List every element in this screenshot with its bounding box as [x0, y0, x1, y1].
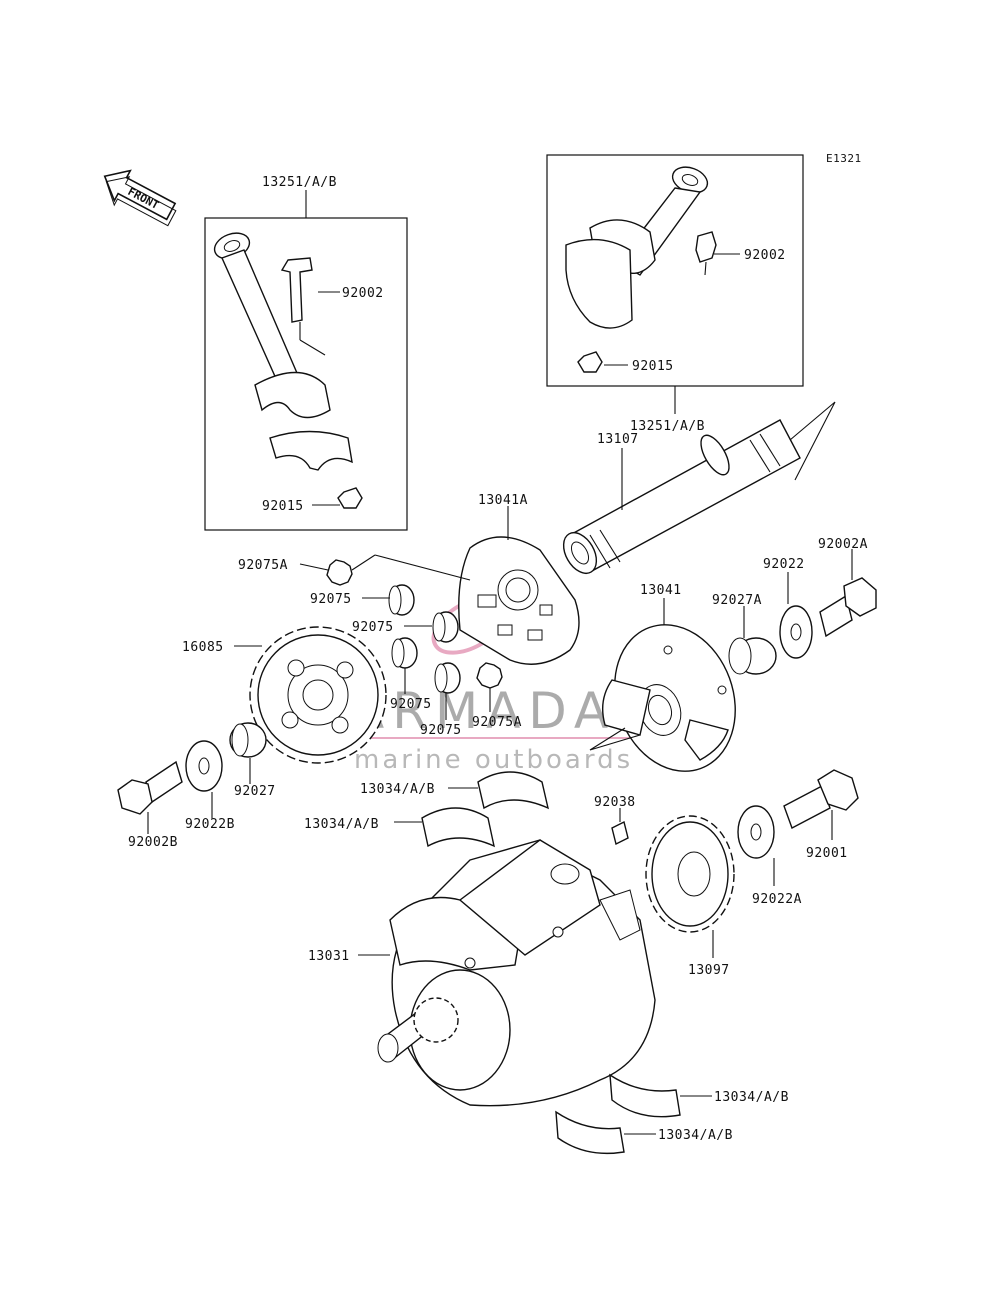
gear-large-icon [249, 626, 387, 764]
crankshaft-icon [377, 839, 656, 1107]
label-washer-22b: 92022B [185, 817, 235, 832]
coupling-icon [602, 624, 736, 772]
bearing-lower-2-icon [555, 1110, 625, 1155]
label-bearing-2: 13034/A/B [304, 817, 379, 832]
label-damper-4: 92075 [420, 723, 462, 738]
damper-4-icon [434, 662, 461, 694]
label-collar-27: 92027 [234, 784, 276, 799]
front-arrow-icon: FRONT [103, 169, 177, 227]
damper-1-icon [388, 584, 415, 616]
key-icon [611, 820, 629, 846]
conrod-left-group: 13251/A/B 92002 92015 [204, 175, 408, 531]
bolt-2a-icon [819, 577, 877, 638]
label-gear-small: 13097 [688, 963, 730, 978]
label-bearing-3: 13034/A/B [714, 1090, 789, 1105]
label-damper-a-1: 92075A [238, 558, 288, 573]
conrod-right-icon [565, 166, 717, 373]
label-shaft: 13107 [597, 432, 639, 447]
washer-22b-icon [185, 740, 223, 792]
label-coupling-a: 13041A [478, 493, 528, 508]
damper-a-bottom-icon [476, 662, 503, 689]
label-key: 92038 [594, 795, 636, 810]
gear-small-icon [645, 815, 735, 933]
label-washer-22a: 92022A [752, 892, 802, 907]
label-nut-right: 92015 [632, 359, 674, 374]
watermark-tagline: marine outboards [354, 745, 633, 775]
damper-2-icon [432, 611, 459, 643]
label-crankshaft: 13031 [308, 949, 350, 964]
label-damper-a-2: 92075A [472, 715, 522, 730]
label-damper-2: 92075 [352, 620, 394, 635]
label-collar-27a: 92027A [712, 593, 762, 608]
label-gear-large: 16085 [182, 640, 224, 655]
bolt-2b-icon [117, 760, 183, 815]
washer-22-icon [779, 605, 813, 659]
conrod-left-icon [213, 232, 363, 509]
coupling-a-icon [458, 536, 580, 665]
label-damper-1: 92075 [310, 592, 352, 607]
label-bolt-right: 92002 [744, 248, 786, 263]
label-bolt-2b: 92002B [128, 835, 178, 850]
label-damper-3: 92075 [390, 697, 432, 712]
label-bolt-left: 92002 [342, 286, 384, 301]
damper-3-icon [391, 637, 418, 669]
shaft-icon [562, 401, 836, 574]
label-bolt-2a: 92002A [818, 537, 868, 552]
bearing-upper-2-icon [421, 807, 495, 848]
bearing-upper-1-icon [477, 771, 549, 810]
label-bolt-1: 92001 [806, 846, 848, 861]
bearing-lower-1-icon [609, 1073, 681, 1118]
damper-a-top-icon [326, 559, 353, 586]
label-bearing-1: 13034/A/B [360, 782, 435, 797]
label-bearing-4: 13034/A/B [658, 1128, 733, 1143]
label-rod-left: 13251/A/B [262, 175, 337, 190]
label-washer-22: 92022 [763, 557, 805, 572]
watermark-brand: ARMADA [350, 682, 616, 740]
washer-22a-icon [737, 805, 775, 859]
label-rod-right: 13251/A/B [630, 419, 705, 434]
label-coupling: 13041 [640, 583, 682, 598]
label-nut-left: 92015 [262, 499, 304, 514]
watermark: ARMADA marine outboards [350, 538, 650, 775]
conrod-right-group: 92002 92015 13251/A/B [546, 154, 804, 434]
bolt-1-icon [783, 769, 859, 829]
diagram-code: E1321 [826, 152, 862, 165]
collar-27-icon [229, 722, 267, 758]
collar-27a-icon [728, 637, 777, 675]
